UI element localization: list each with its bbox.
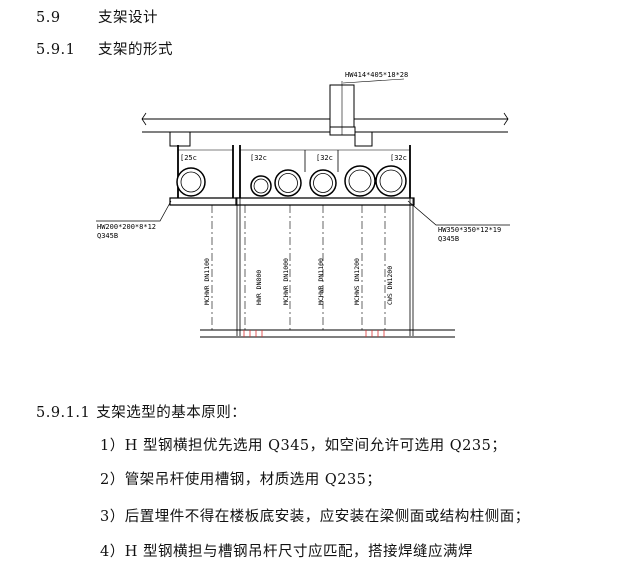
top-beam-label: HW414*405*18*28 (345, 71, 408, 79)
right-beam-size: HW350*350*12*19 (438, 226, 501, 234)
pipe-label: MCHWR DN1000 (282, 258, 290, 305)
principle-item: 4）H 型钢横担与槽钢吊杆尺寸应匹配，搭接焊缝应满焊 (100, 544, 473, 560)
channel-label: [32c (316, 154, 333, 162)
section-heading-5-9-1: 5.9.1 支架的形式 (36, 38, 173, 59)
principle-item: 2）管架吊杆使用槽钢，材质选用 Q235； (100, 472, 382, 488)
channel-label: [25c (180, 154, 197, 162)
right-beam-grade: Q345B (438, 235, 459, 243)
pipe-label: HWR DN800 (255, 270, 263, 305)
left-beam-size: HW200*200*8*12 (97, 223, 156, 231)
left-beam-grade: Q345B (97, 232, 118, 240)
pipe-label: MCHWS DN1200 (353, 258, 361, 305)
channel-label: [32c (250, 154, 267, 162)
section-heading-5-9-1-1: 5.9.1.1 支架选型的基本原则： (36, 401, 246, 422)
pipe-label: MCHWR DN1100 (317, 258, 325, 305)
principle-item: 3）后置埋件不得在楼板底安装，应安装在梁侧面或结构柱侧面； (100, 509, 530, 525)
section-title: 支架的形式 (98, 42, 173, 58)
section-title: 支架设计 (98, 10, 158, 26)
principle-item: 1）H 型钢横担优先选用 Q345，如空间允许可选用 Q235； (100, 438, 507, 454)
pipe-label: MCHWR DN1100 (203, 258, 211, 305)
channel-label: [32c (390, 154, 407, 162)
section-number: 5.9.1 (36, 42, 76, 58)
section-title: 支架选型的基本原则： (96, 405, 247, 421)
section-heading-5-9: 5.9 支架设计 (36, 6, 158, 27)
section-number: 5.9 (36, 10, 61, 26)
section-number: 5.9.1.1 (36, 405, 91, 421)
pipe-label: CWS DN1200 (386, 266, 394, 305)
support-structure-diagram: HW414*405*18*28 HW200*200*8*12 Q345B HW3… (96, 71, 510, 338)
